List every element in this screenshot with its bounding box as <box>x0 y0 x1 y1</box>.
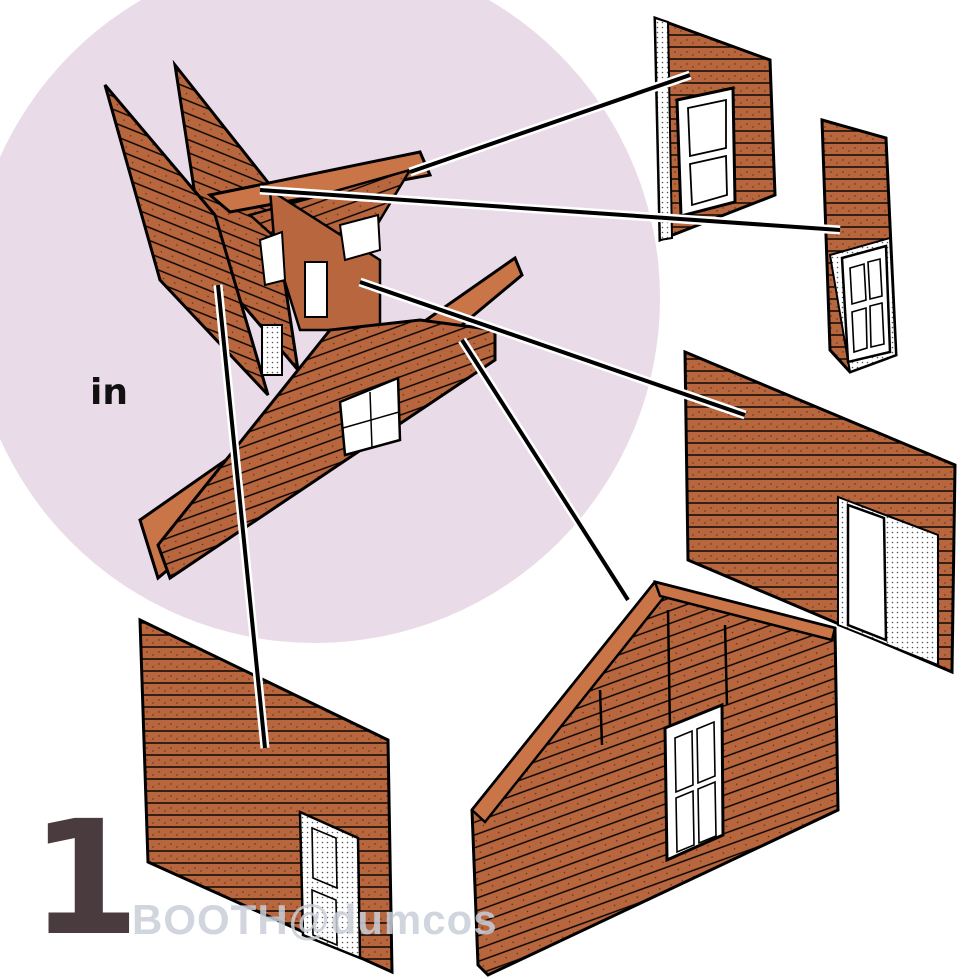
back-wall-doorway <box>846 503 888 642</box>
step-number: 1 <box>30 787 140 971</box>
assembly-side-door <box>258 230 287 287</box>
leader-left-wall <box>216 284 267 749</box>
assembly-wall-rear-2 <box>103 84 270 397</box>
assembly-partition-door <box>304 261 328 318</box>
leader-lines <box>213 70 841 749</box>
part-left-wall-door <box>138 617 394 975</box>
gable-wall-door <box>663 702 725 863</box>
part-front-wall-door <box>653 15 777 243</box>
leader-gable-wall <box>460 338 630 602</box>
part-partition-door <box>820 118 898 374</box>
part-gable-wall-door <box>470 580 840 977</box>
leader-front-wall <box>409 73 691 174</box>
assembly-front-door <box>338 376 402 457</box>
partition-door <box>840 244 892 364</box>
gable-wall-panel <box>470 580 840 977</box>
leader-partition <box>259 188 841 232</box>
assembly-upper-gable <box>206 150 433 214</box>
watermark: BOOTH@dumcos <box>132 896 498 943</box>
part-back-wall-doorway <box>683 349 957 675</box>
assembly-back-doorway <box>261 324 283 376</box>
in-label: in <box>90 372 128 413</box>
assembly-upper-door <box>338 213 382 262</box>
leader-back-wall <box>359 280 746 417</box>
